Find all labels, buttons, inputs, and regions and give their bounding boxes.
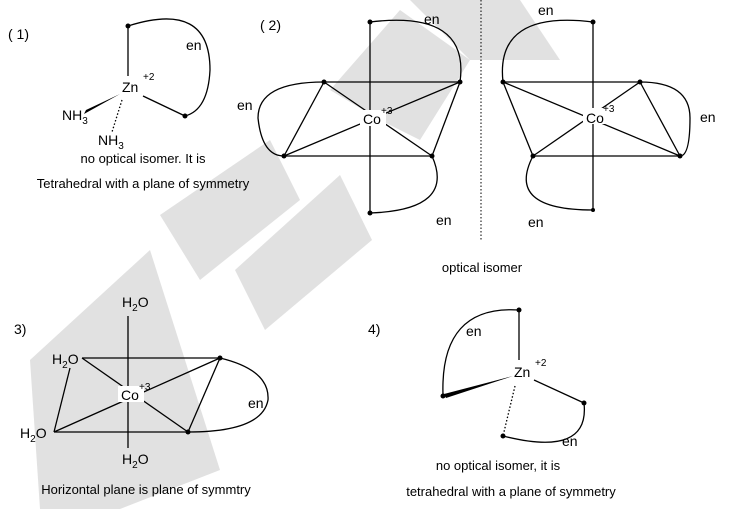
cobalt-label: Co <box>586 110 604 126</box>
wedge-bond <box>84 94 120 114</box>
donor-atom-dot <box>591 208 595 212</box>
ammine-label: NH3 <box>62 107 88 127</box>
watermark <box>30 0 560 509</box>
caption-3: Horizontal plane is plane of symmtry <box>41 482 251 497</box>
donor-atom-dot <box>500 433 506 439</box>
en-label: en <box>562 433 578 449</box>
donor-atom-dot <box>581 400 587 406</box>
charge-label: +2 <box>535 358 547 369</box>
donor-atom-dot <box>185 429 191 435</box>
structure-2-right: Co +3 en en en <box>500 2 716 230</box>
bond <box>283 81 325 157</box>
en-chelate-arc <box>369 155 438 214</box>
en-label: en <box>528 214 544 230</box>
charge-label: +3 <box>381 106 393 117</box>
donor-atom-dot <box>590 19 596 25</box>
en-label: en <box>424 11 440 27</box>
en-label: en <box>538 2 554 18</box>
water-label: H2O <box>20 425 47 445</box>
bond <box>187 357 221 433</box>
bond <box>53 367 71 433</box>
water-label: H2O <box>122 451 149 471</box>
water-label: H2O <box>52 351 79 371</box>
donor-atom-dot <box>182 113 188 119</box>
donor-atom-dot <box>429 153 435 159</box>
bond <box>142 95 186 117</box>
zinc-label: Zn <box>514 364 530 380</box>
label-number-4: 4) <box>368 321 380 337</box>
en-label: en <box>466 323 482 339</box>
en-chelate-arc <box>525 155 594 211</box>
en-chelate-arc <box>369 19 462 83</box>
label-backdrop <box>360 110 386 126</box>
bond <box>533 379 585 404</box>
structure-4: 4) Zn +2 en en no optical isomer, it is … <box>368 307 616 499</box>
charge-label: +3 <box>139 382 151 393</box>
charge-label: +2 <box>143 72 155 83</box>
en-chelate-arc <box>442 309 520 396</box>
caption-1-line1: no optical isomer. It is <box>81 151 206 166</box>
caption-4-line2: tetrahedral with a plane of symmetry <box>406 484 616 499</box>
en-chelate-arc <box>187 357 269 433</box>
donor-atom-dot <box>516 307 522 313</box>
structure-1: ( 1) en Zn +2 NH3 NH3 no optical isomer.… <box>8 18 250 191</box>
wedge-bond <box>444 376 513 398</box>
en-label: en <box>248 395 264 411</box>
donor-atom-dot <box>125 23 131 29</box>
donor-atom-dot <box>217 355 223 361</box>
dashed-bond <box>111 99 123 133</box>
donor-atom-dot <box>440 393 446 399</box>
label-number-3: 3) <box>14 321 26 337</box>
donor-atom-dot <box>367 19 373 25</box>
water-label: H2O <box>122 294 149 314</box>
en-chelate-arc <box>127 18 211 117</box>
en-chelate-arc <box>257 81 325 157</box>
structure-2-left: ( 2) Co +3 en en en <box>237 11 463 228</box>
label-number-2: ( 2) <box>260 17 281 33</box>
cobalt-label: Co <box>363 111 381 127</box>
donor-atom-dot <box>530 153 536 159</box>
zinc-label: Zn <box>122 79 138 95</box>
en-label: en <box>237 97 253 113</box>
caption-2: optical isomer <box>442 260 523 275</box>
en-chelate-arc <box>639 81 691 157</box>
ammine-label: NH3 <box>98 132 124 152</box>
dashed-bond <box>502 385 516 437</box>
caption-1-line2: Tetrahedral with a plane of symmetry <box>37 176 250 191</box>
caption-4-line1: no optical isomer, it is <box>436 458 561 473</box>
donor-atom-dot <box>367 210 373 216</box>
label-number-1: ( 1) <box>8 26 29 42</box>
label-backdrop <box>118 386 144 402</box>
cobalt-label: Co <box>121 387 139 403</box>
bond <box>431 81 461 157</box>
label-backdrop <box>583 108 609 124</box>
en-chelate-arc <box>501 19 594 83</box>
structure-3: 3) Co +3 H2O H2O H2O H2O en Horizontal p… <box>14 294 269 497</box>
donor-atom-dot <box>677 153 683 159</box>
donor-atom-dot <box>281 153 287 159</box>
donor-atom-dot <box>457 79 463 85</box>
bond <box>502 81 534 157</box>
en-label: en <box>436 212 452 228</box>
charge-label: +3 <box>603 104 615 115</box>
donor-atom-dot <box>637 79 643 85</box>
donor-atom-dot <box>500 79 506 85</box>
en-label: en <box>700 109 716 125</box>
donor-atom-dot <box>321 79 327 85</box>
bond <box>639 81 681 157</box>
en-label: en <box>186 37 202 53</box>
en-chelate-arc <box>502 402 586 443</box>
